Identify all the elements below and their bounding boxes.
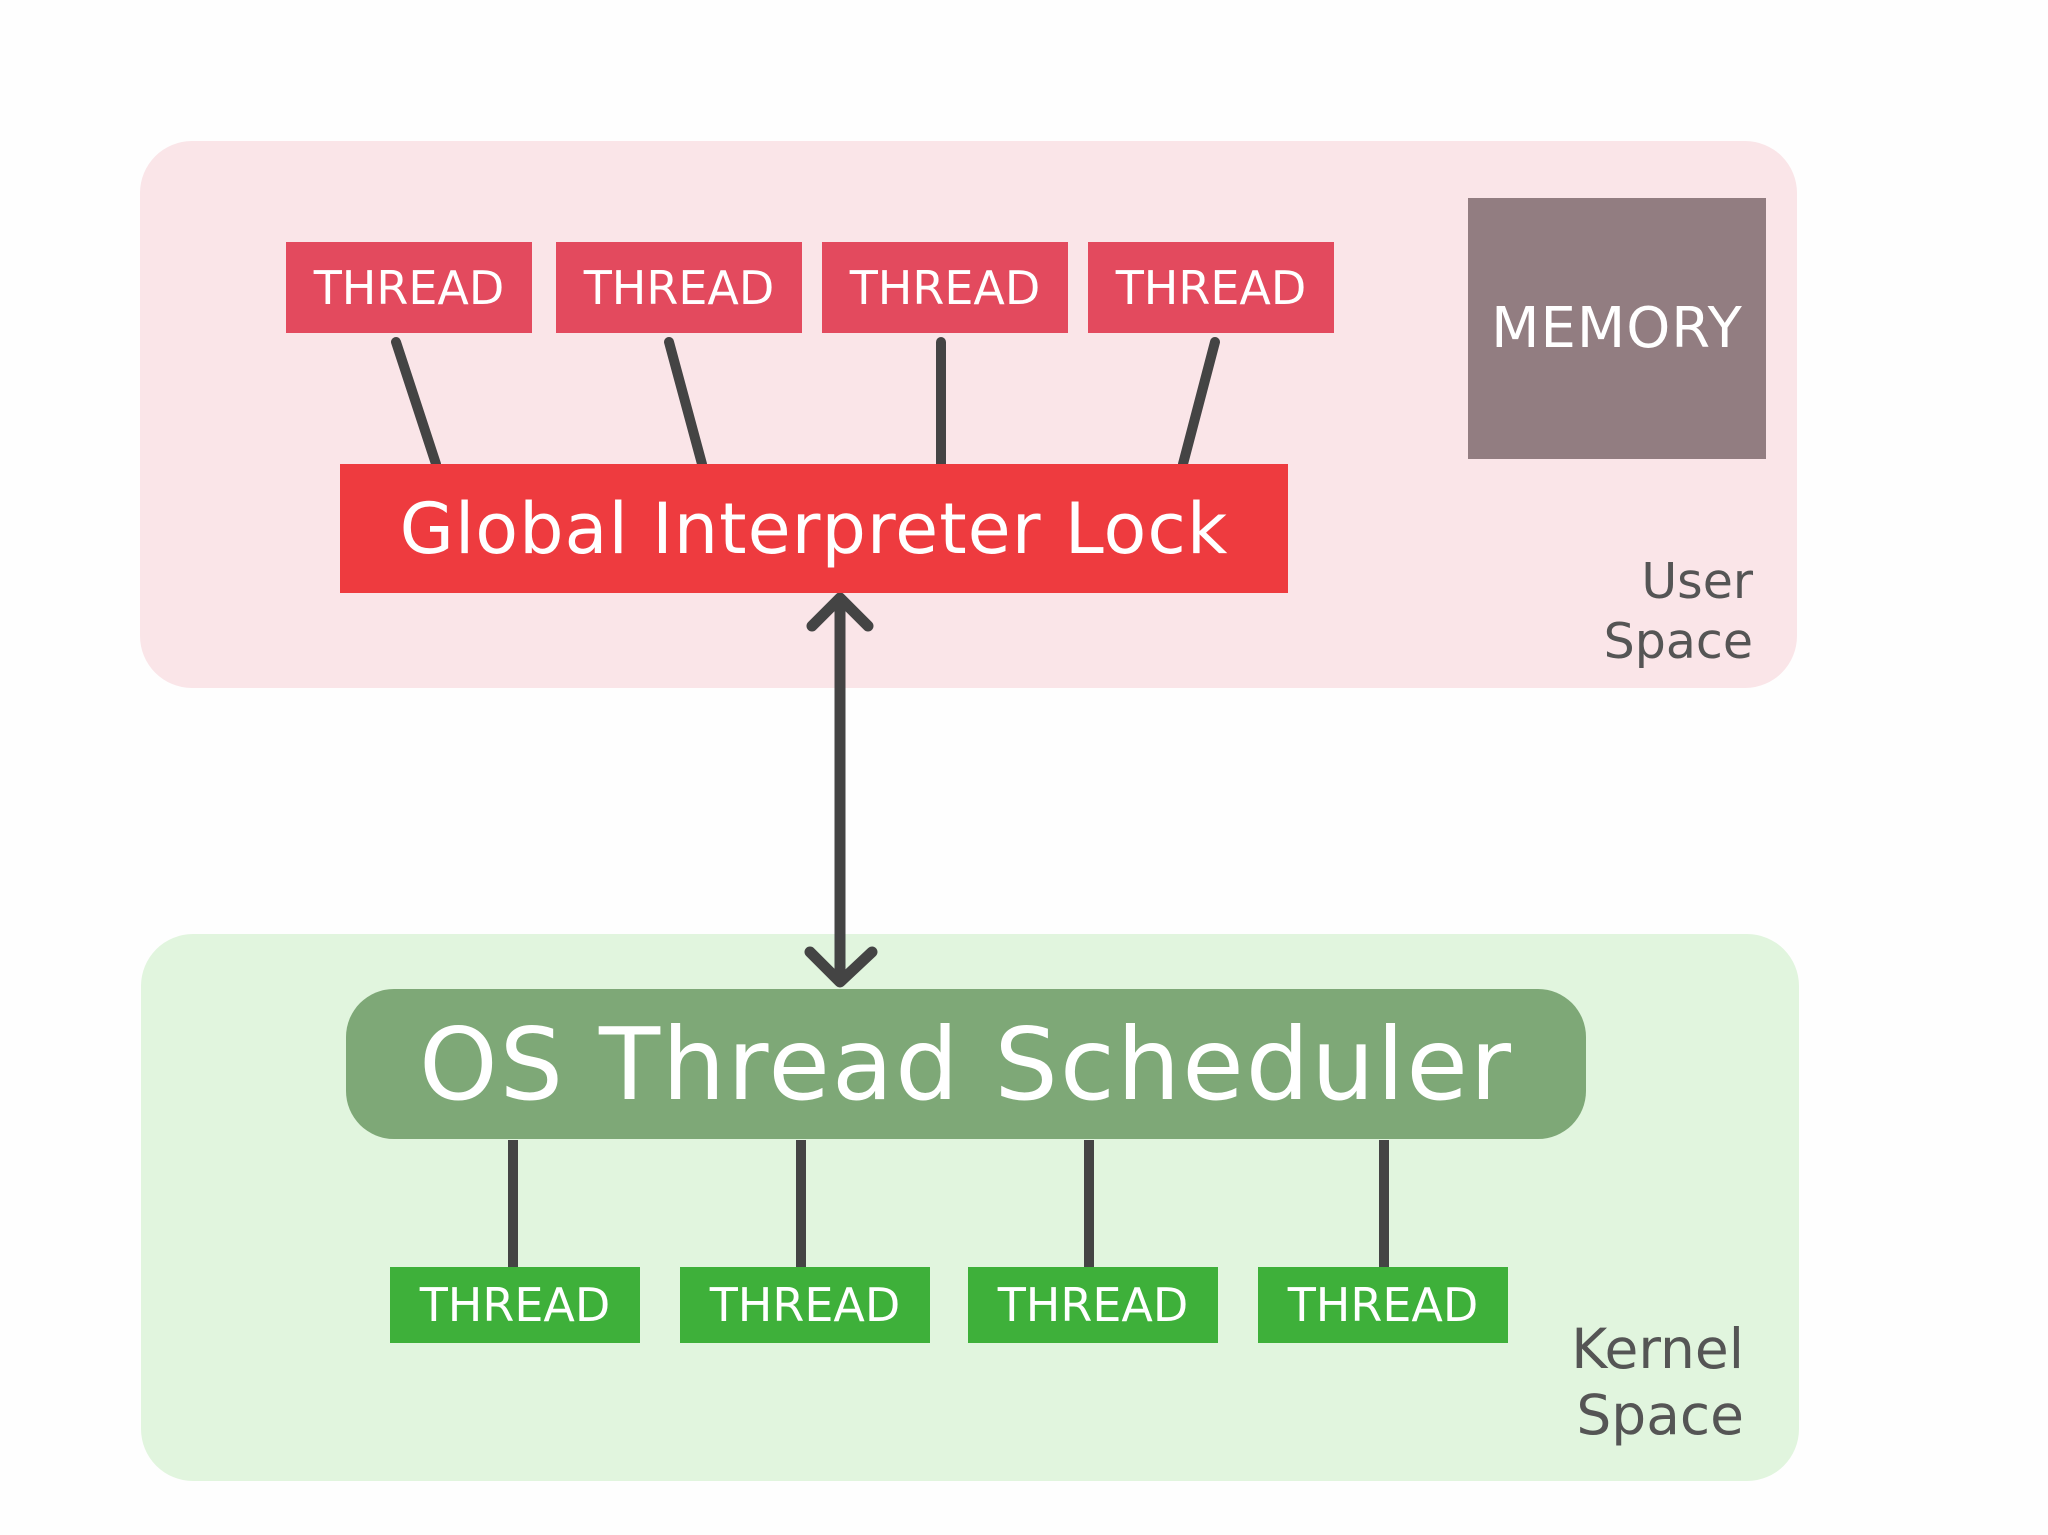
user-thread-4-connector [1178, 337, 1220, 469]
kernel-thread-label: THREAD [1287, 1278, 1479, 1332]
user-thread-1-connector [391, 337, 441, 469]
scheduler-label: OS Thread Scheduler [418, 1005, 1514, 1123]
user-thread-label: THREAD [1115, 260, 1307, 315]
kernel-thread-label: THREAD [709, 1278, 901, 1332]
kernel-thread-box: THREAD [968, 1267, 1218, 1343]
arrow-head-up [806, 592, 874, 632]
user-thread-box: THREAD [286, 242, 532, 333]
kernel-thread-box: THREAD [680, 1267, 930, 1343]
kernel-thread-box: THREAD [390, 1267, 640, 1343]
kernel-thread-box: THREAD [1258, 1267, 1508, 1343]
memory-box: MEMORY [1468, 198, 1766, 459]
arrow-head-down [804, 946, 878, 988]
os-thread-scheduler-box: OS Thread Scheduler [346, 989, 1586, 1139]
user-thread-label: THREAD [583, 260, 775, 315]
gil-box: Global Interpreter Lock [340, 464, 1288, 593]
gil-label: Global Interpreter Lock [399, 487, 1229, 570]
user-space-label-line2: Space [1603, 612, 1753, 670]
kernel-space-label-line2: Space [1576, 1383, 1744, 1447]
user-thread-box: THREAD [1088, 242, 1334, 333]
user-space-label-line1: User [1641, 553, 1753, 610]
memory-label: MEMORY [1491, 296, 1743, 361]
kernel-space-label-line1: Kernel [1571, 1317, 1744, 1381]
kernel-thread-label: THREAD [997, 1278, 1189, 1332]
user-thread-2-connector [664, 337, 707, 469]
user-thread-label: THREAD [849, 260, 1041, 315]
user-space-label: User Space [1604, 552, 1753, 672]
kernel-space-label: Kernel Space [1571, 1316, 1744, 1448]
user-thread-box: THREAD [822, 242, 1068, 333]
user-thread-box: THREAD [556, 242, 802, 333]
bidirectional-arrow [804, 592, 878, 988]
kernel-thread-label: THREAD [419, 1278, 611, 1332]
user-thread-label: THREAD [313, 260, 505, 315]
